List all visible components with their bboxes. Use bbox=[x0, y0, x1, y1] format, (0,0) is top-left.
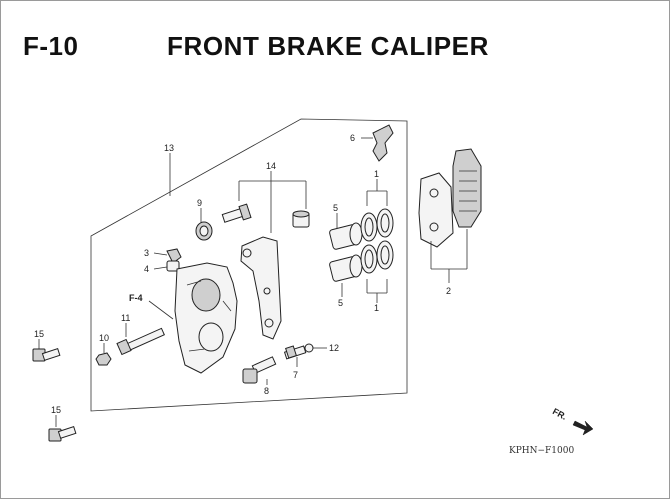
callout-6: 6 bbox=[350, 133, 355, 143]
callout-7: 7 bbox=[293, 370, 298, 380]
front-arrow-icon bbox=[572, 420, 594, 436]
callout-5-upper: 5 bbox=[333, 203, 338, 213]
callout-4: 4 bbox=[144, 264, 149, 274]
callout-8: 8 bbox=[264, 386, 269, 396]
callout-5-lower: 5 bbox=[338, 298, 343, 308]
sleeve-part bbox=[292, 210, 310, 228]
piston-upper bbox=[329, 222, 363, 250]
pin-bolt-7 bbox=[283, 345, 307, 360]
mount-bolt-upper bbox=[32, 348, 61, 362]
caliper-bracket bbox=[240, 236, 282, 340]
caliper-body bbox=[174, 262, 238, 374]
callout-3: 3 bbox=[144, 248, 149, 258]
nut-part bbox=[95, 352, 112, 366]
front-direction-marker: FR. bbox=[551, 406, 594, 436]
callout-1-upper: 1 bbox=[374, 169, 379, 179]
callout-13: 13 bbox=[164, 143, 174, 153]
mount-bolt-lower bbox=[48, 426, 77, 442]
piston-lower bbox=[329, 254, 363, 282]
bleed-cap bbox=[166, 248, 182, 264]
front-direction-label: FR. bbox=[551, 406, 568, 422]
brake-pad-inner bbox=[418, 172, 454, 248]
callout-12: 12 bbox=[329, 343, 339, 353]
pin-bolt-upper bbox=[221, 203, 252, 223]
cross-reference-label[interactable]: F-4 bbox=[129, 293, 143, 303]
washer-part bbox=[304, 343, 314, 353]
page-title: FRONT BRAKE CALIPER bbox=[167, 31, 489, 61]
bleed-valve bbox=[166, 260, 180, 272]
drawing-code: KPHN−F1000 bbox=[509, 446, 574, 456]
bolt-8 bbox=[242, 356, 277, 384]
callout-1-lower: 1 bbox=[374, 303, 379, 313]
callout-15-upper: 15 bbox=[34, 329, 44, 339]
pin-bolt-lower bbox=[116, 327, 165, 356]
callout-14: 14 bbox=[266, 161, 276, 171]
callout-9: 9 bbox=[197, 198, 202, 208]
callout-15-lower: 15 bbox=[51, 405, 61, 415]
callout-10: 10 bbox=[99, 333, 109, 343]
callout-11: 11 bbox=[121, 313, 130, 323]
callout-2: 2 bbox=[446, 286, 451, 296]
section-code: F-10 bbox=[23, 31, 79, 61]
pad-spring bbox=[372, 124, 394, 162]
assembly-outline bbox=[90, 118, 408, 412]
brake-pad-outer bbox=[452, 148, 482, 228]
